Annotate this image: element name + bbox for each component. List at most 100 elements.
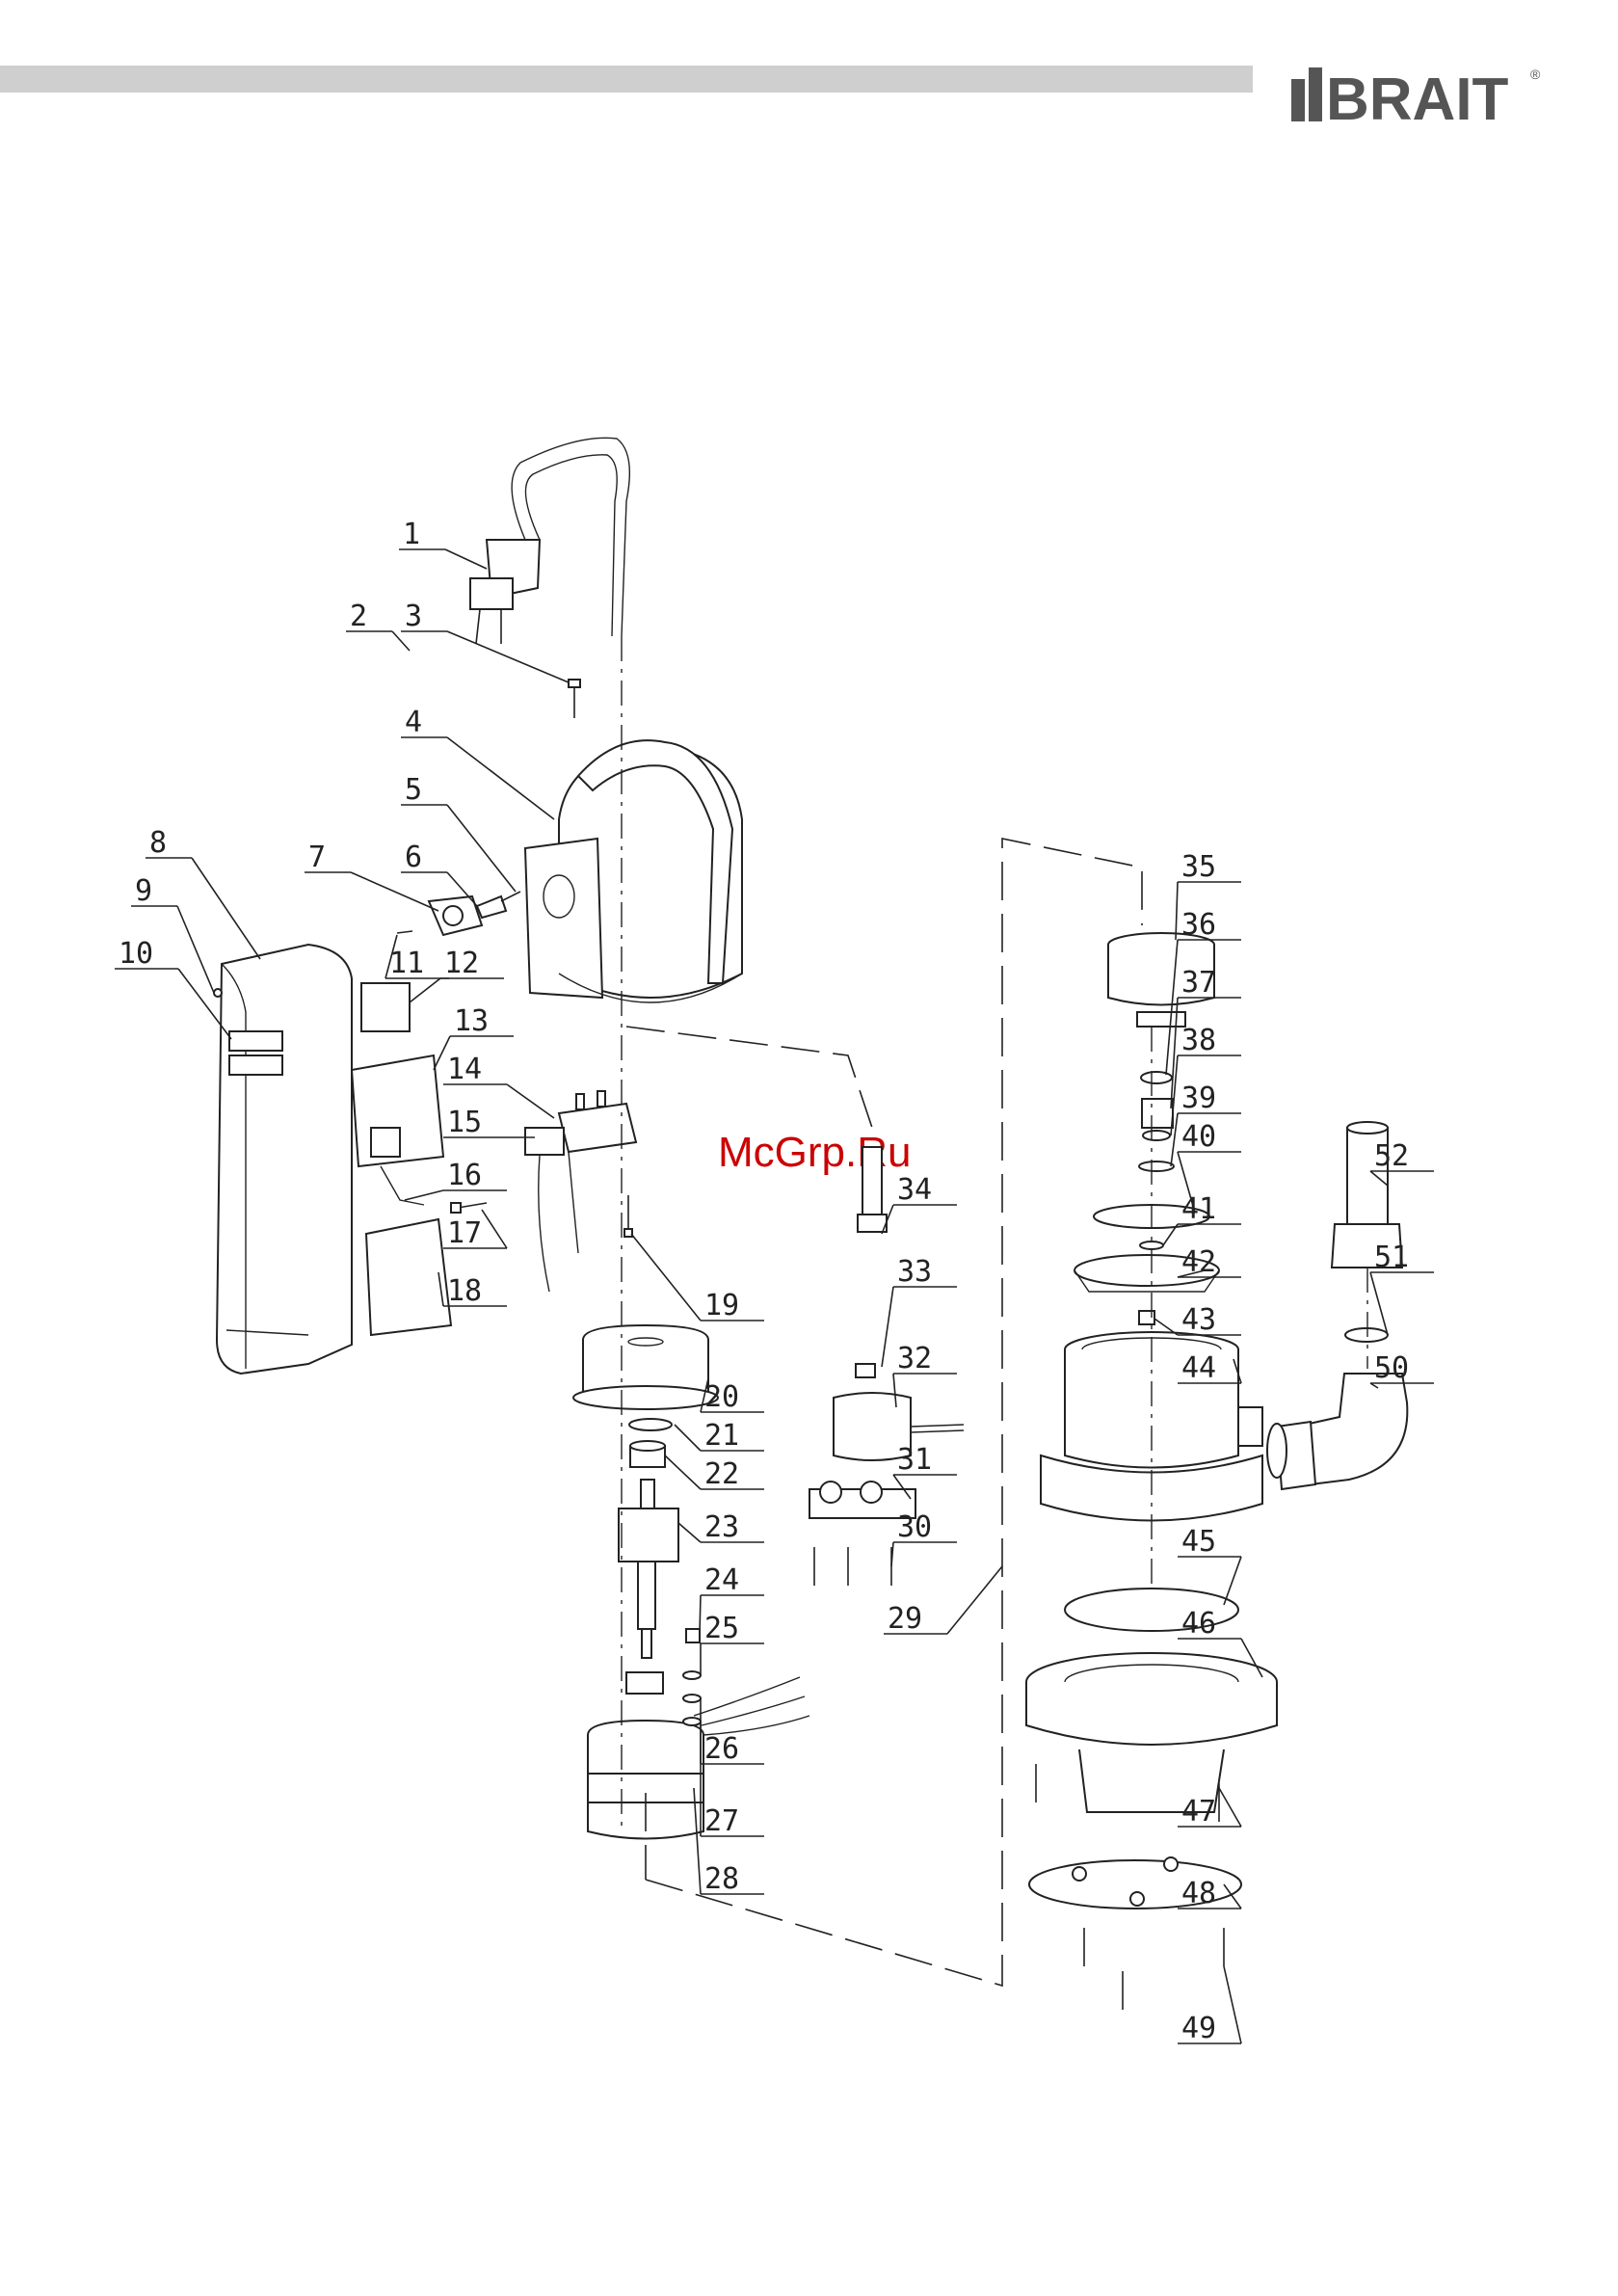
callout-number: 6 (405, 841, 422, 874)
callout-number: 18 (447, 1274, 482, 1308)
callout-number: 12 (444, 947, 479, 980)
callout-leader (891, 1542, 893, 1566)
callout-number: 19 (704, 1289, 739, 1322)
callout-leader (678, 1523, 701, 1542)
callout-number: 22 (704, 1457, 739, 1491)
callout-1: 1 (399, 518, 487, 569)
callout-leader (700, 1595, 701, 1634)
callout-52: 52 (1370, 1139, 1434, 1186)
callout-23: 23 (678, 1510, 764, 1544)
callout-number: 38 (1181, 1024, 1216, 1057)
callout-number: 4 (405, 706, 422, 739)
callout-number: 14 (447, 1053, 482, 1086)
callout-leader (1370, 1272, 1388, 1335)
callout-42: 42 (1178, 1245, 1241, 1279)
callout-number: 46 (1181, 1607, 1216, 1641)
callout-26: 26 (701, 1698, 764, 1766)
callout-number: 30 (897, 1510, 932, 1544)
callout-number: 20 (704, 1380, 739, 1414)
callout-number: 40 (1181, 1120, 1216, 1154)
callout-3: 3 (401, 600, 569, 682)
callout-20: 20 (701, 1378, 764, 1414)
capacitor-bracket (809, 1147, 964, 1586)
callout-number: 7 (308, 841, 326, 874)
callout-number: 16 (447, 1159, 482, 1192)
callout-leader (947, 1566, 1002, 1634)
microswitch (525, 1091, 636, 1292)
callout-number: 11 (389, 947, 424, 980)
callout-29: 29 (884, 1566, 1002, 1636)
callout-leader (447, 737, 554, 819)
callout-number: 3 (405, 600, 422, 633)
callout-number: 37 (1181, 966, 1216, 1000)
handle-motor-cover (525, 740, 742, 1002)
callout-10: 10 (115, 937, 231, 1039)
callout-leader (1176, 882, 1178, 940)
callout-number: 26 (704, 1732, 739, 1766)
callout-leader (177, 906, 214, 993)
callout-number: 49 (1181, 2012, 1216, 2045)
callout-17: 17 (443, 1210, 507, 1250)
callout-number: 50 (1374, 1351, 1409, 1385)
switch-box (352, 983, 451, 1335)
callout-25: 25 (701, 1612, 764, 1675)
callout-leader (665, 1455, 701, 1489)
callout-number: 2 (350, 600, 367, 633)
callout-leader (1219, 1788, 1241, 1827)
callout-leader (392, 631, 410, 651)
callout-11: 11 (385, 935, 449, 980)
callout-49: 49 (1178, 1966, 1241, 2045)
callout-number: 36 (1181, 908, 1216, 942)
callout-leader (675, 1425, 701, 1451)
callout-number: 24 (704, 1563, 739, 1597)
callout-number: 25 (704, 1612, 739, 1645)
callout-leader (1224, 1557, 1241, 1605)
callout-number: 35 (1181, 850, 1216, 884)
callout-9: 9 (131, 874, 214, 993)
cable-gland-parts (397, 892, 520, 935)
callout-19: 19 (631, 1234, 764, 1322)
callout-number: 41 (1181, 1192, 1216, 1226)
callout-leader (192, 858, 260, 959)
callout-number: 33 (897, 1255, 932, 1289)
callout-leader (631, 1234, 701, 1321)
callout-38: 38 (1171, 1024, 1241, 1135)
power-cord (470, 438, 629, 644)
callout-number: 8 (149, 826, 167, 860)
callout-15: 15 (443, 1106, 535, 1139)
callout-number: 17 (447, 1216, 482, 1250)
callout-number: 51 (1374, 1241, 1409, 1274)
callout-number: 10 (119, 937, 153, 971)
callout-number: 23 (704, 1510, 739, 1544)
callout-leader (445, 549, 487, 569)
callout-2: 2 (346, 600, 410, 651)
callout-leader (351, 872, 438, 911)
callout-number: 9 (135, 874, 152, 908)
callout-18: 18 (438, 1272, 507, 1308)
callout-leader (405, 1190, 443, 1200)
callout-number: 28 (704, 1862, 739, 1896)
callout-30: 30 (891, 1510, 957, 1566)
callout-leader (410, 978, 440, 1002)
callout-8: 8 (146, 826, 260, 959)
callout-number: 32 (897, 1342, 932, 1375)
callout-leader (882, 1287, 893, 1367)
callout-number: 47 (1181, 1795, 1216, 1829)
callout-21: 21 (675, 1419, 764, 1453)
callout-number: 31 (897, 1443, 932, 1477)
callout-number: 34 (897, 1173, 932, 1207)
screw-3 (569, 680, 580, 718)
callout-4: 4 (401, 706, 554, 819)
callout-47: 47 (1178, 1788, 1241, 1829)
callout-number: 21 (704, 1419, 739, 1453)
callout-number: 45 (1181, 1525, 1216, 1559)
callout-51: 51 (1370, 1241, 1434, 1335)
callout-number: 42 (1181, 1245, 1216, 1279)
outlet-fittings (1267, 1122, 1407, 1489)
callout-34: 34 (882, 1173, 957, 1234)
callout-leader (447, 631, 569, 682)
callout-50: 50 (1370, 1351, 1434, 1388)
callout-16: 16 (405, 1159, 507, 1200)
callout-leader (482, 1210, 507, 1248)
